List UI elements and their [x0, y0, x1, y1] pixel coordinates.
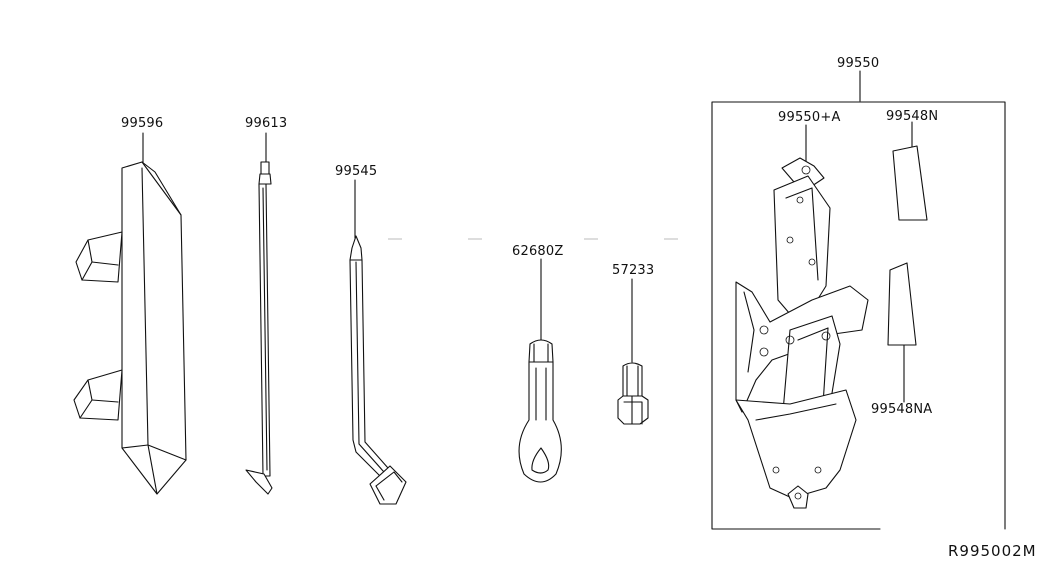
callout-99548n: 99548N	[886, 109, 939, 124]
jack-handle-drawing	[245, 161, 273, 495]
reference-code: R995002M	[948, 542, 1037, 560]
lug-wrench-drawing	[349, 235, 407, 505]
callout-99550: 99550	[837, 56, 880, 71]
wheel-chock-drawing	[73, 161, 187, 495]
callout-99550-a: 99550+A	[778, 110, 841, 125]
callout-99596: 99596	[121, 116, 164, 131]
caution-labels-drawing	[887, 145, 928, 346]
scissor-jack-drawing	[735, 157, 869, 509]
tow-hook-drawing	[518, 339, 562, 483]
assembly-box	[711, 101, 1006, 530]
adapter-drawing	[617, 362, 649, 425]
leader-lines	[142, 70, 913, 403]
label-upper-drawing	[892, 145, 928, 221]
callout-99545: 99545	[335, 164, 378, 179]
callout-99613: 99613	[245, 116, 288, 131]
callout-99548na: 99548NA	[871, 402, 933, 417]
callout-62680z: 62680Z	[512, 244, 564, 259]
callout-57233: 57233	[612, 263, 655, 278]
label-lower-drawing	[887, 262, 917, 346]
